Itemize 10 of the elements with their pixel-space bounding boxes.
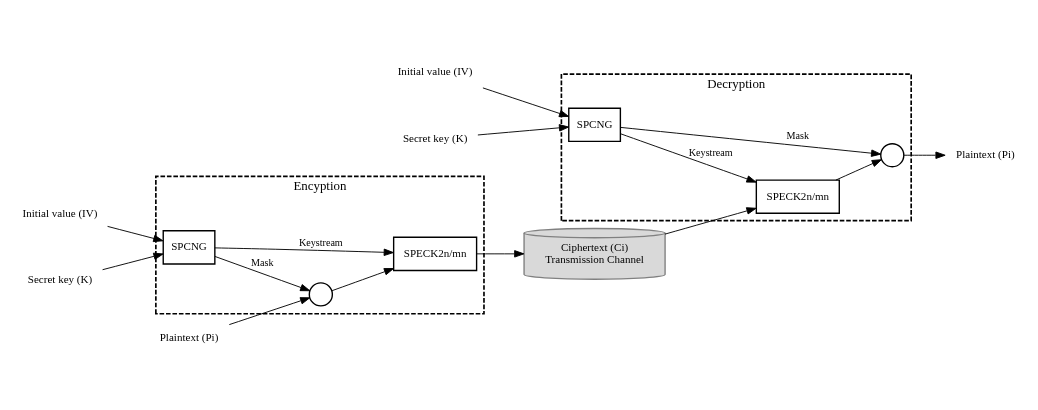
edge-label: Keystream bbox=[688, 146, 733, 158]
node-text: Plaintext (Pi) bbox=[159, 330, 219, 343]
node-text: Secret key (K) bbox=[27, 273, 93, 286]
node-text: Plaintext (Pi) bbox=[956, 148, 1015, 161]
node-text: Initial value (IV) bbox=[22, 207, 98, 220]
node-text: Initial value (IV) bbox=[397, 65, 473, 78]
edge-label: Mask bbox=[251, 256, 274, 268]
edge-label: Mask bbox=[786, 130, 810, 142]
edge-label: Keystream bbox=[298, 237, 343, 249]
node-text: Secret key (K) bbox=[402, 131, 468, 144]
